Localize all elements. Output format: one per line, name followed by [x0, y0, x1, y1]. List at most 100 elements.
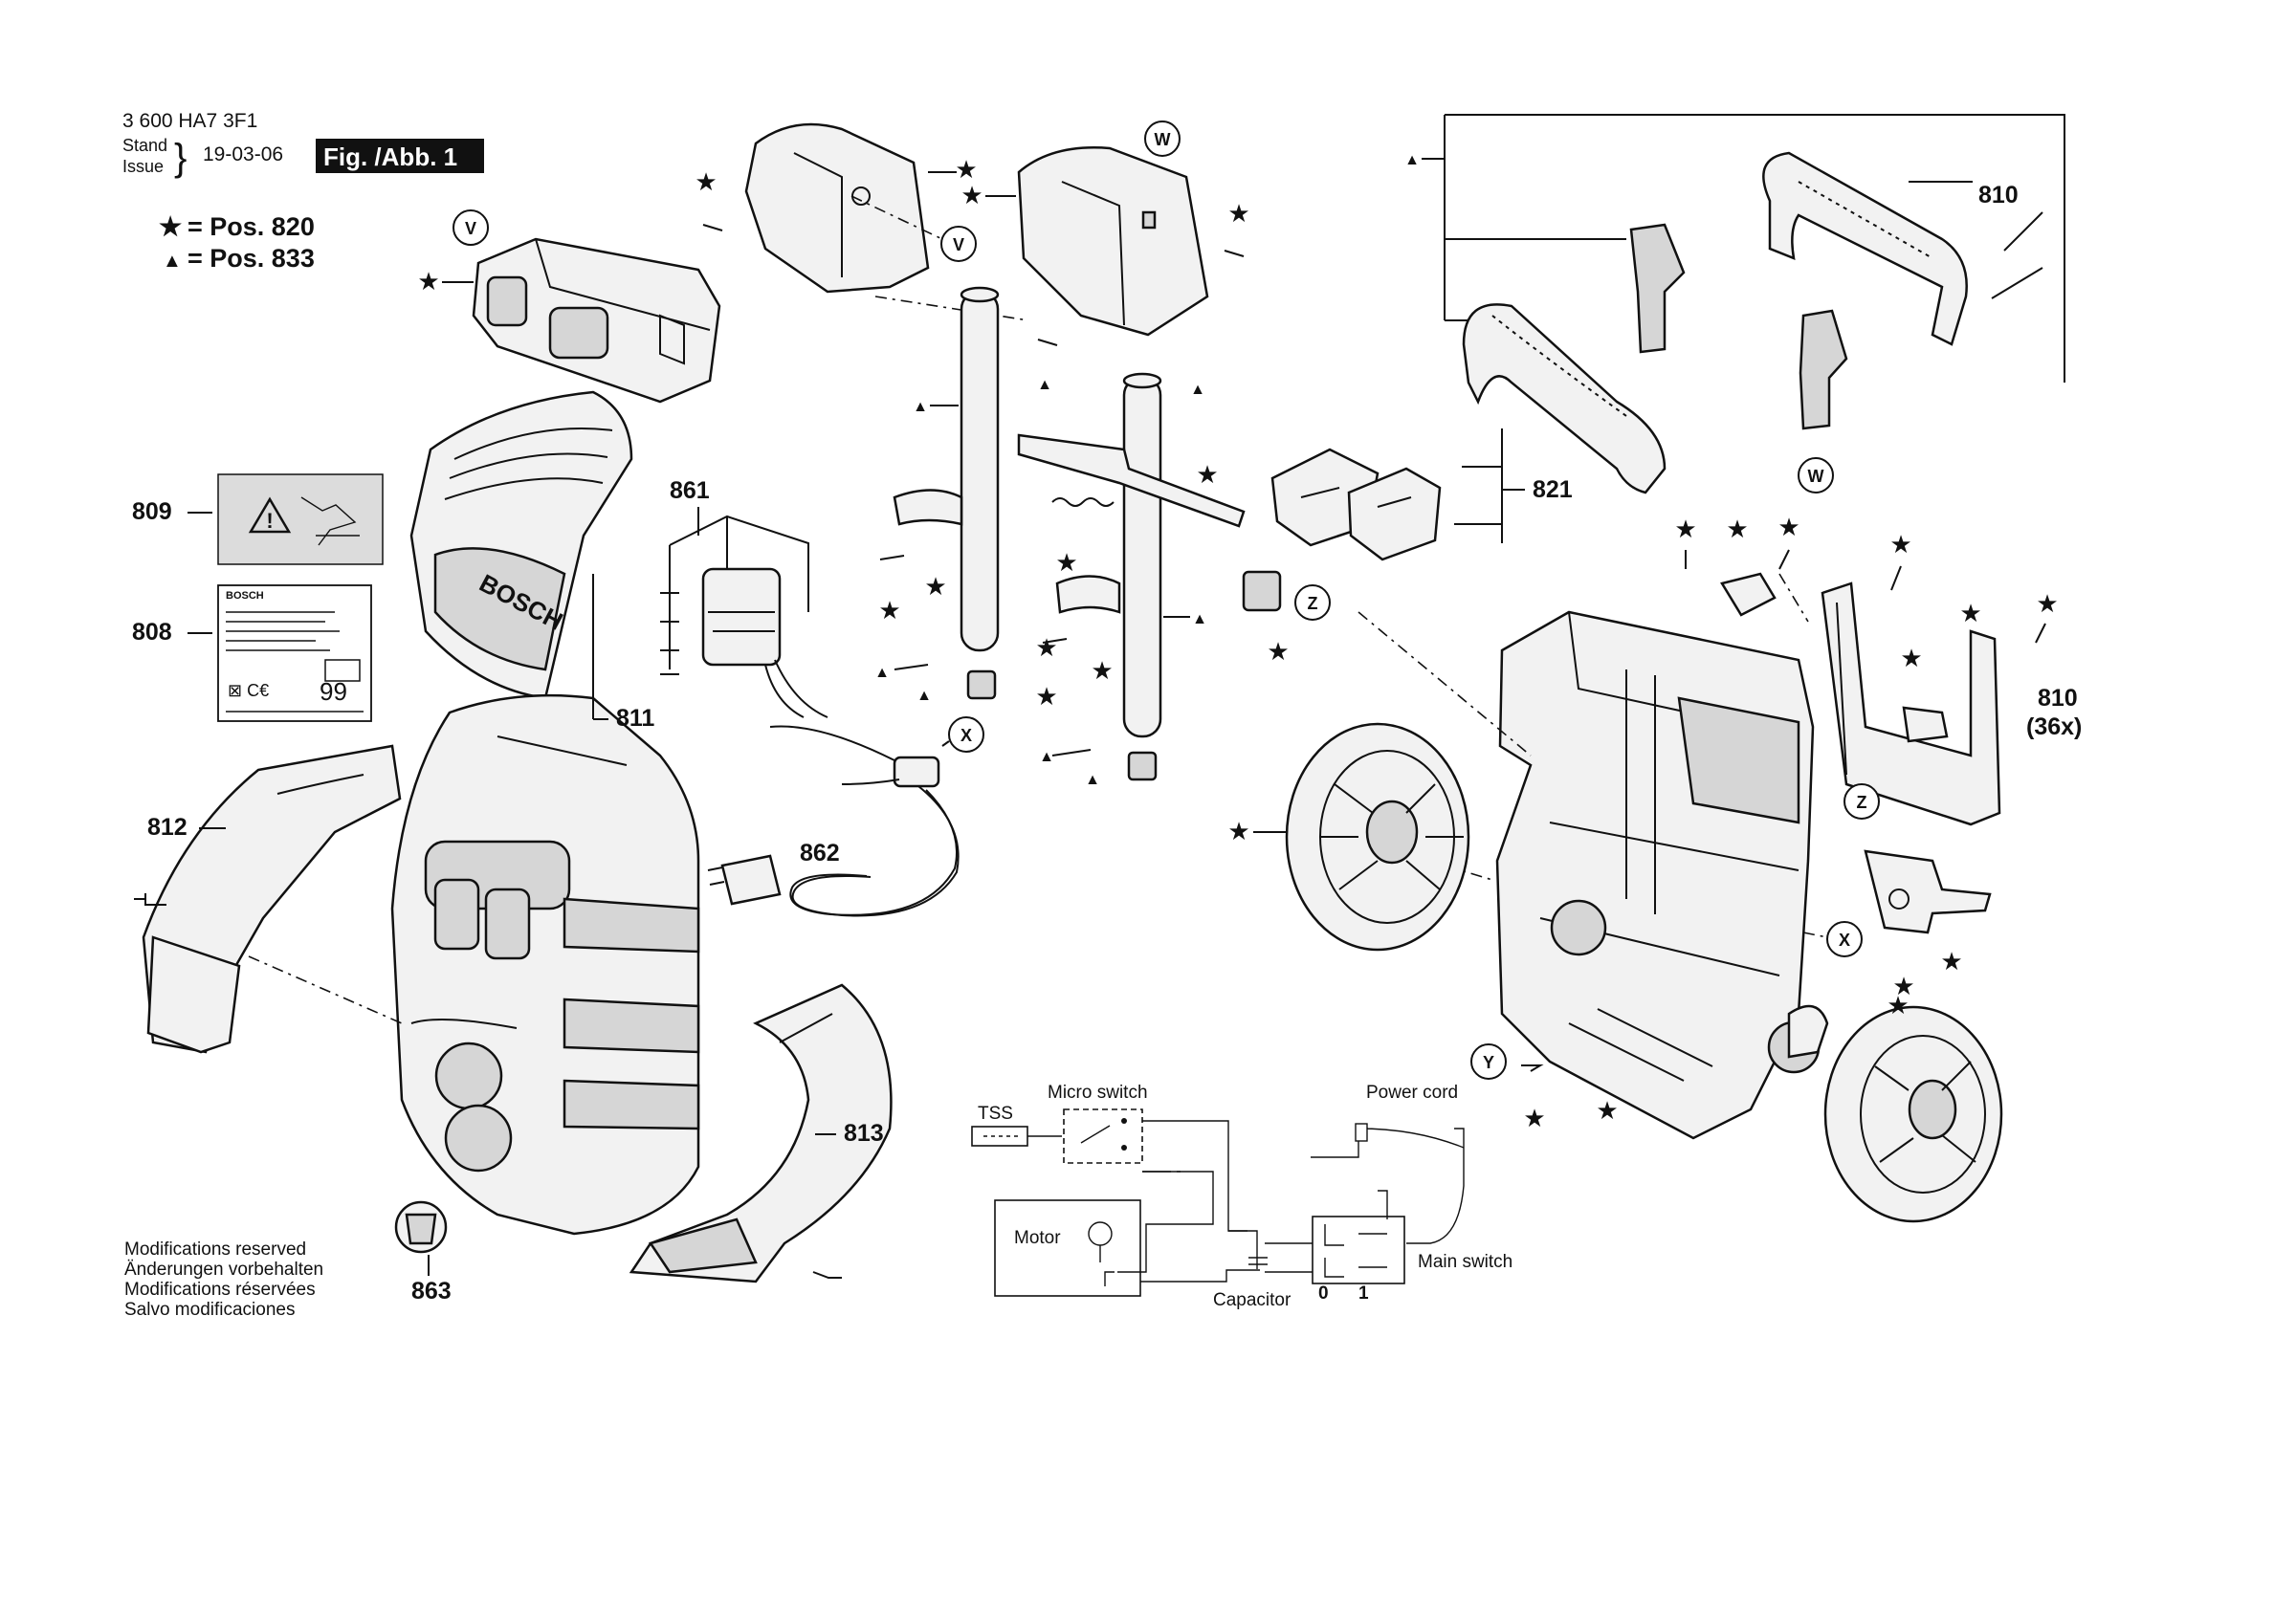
- star-marker: ★: [695, 167, 717, 196]
- frame-clip: [1902, 706, 1949, 743]
- modifications-line-fr: Modifications réservées: [124, 1280, 316, 1300]
- ref-circle-x: [948, 716, 984, 753]
- ref-circle-x2-label: X: [1839, 931, 1850, 950]
- capacitor-module-861: [660, 515, 828, 718]
- modifications-line-de: Änderungen vorbehalten: [124, 1260, 323, 1280]
- figure-label-box: [316, 139, 484, 173]
- star-marker: ★: [1196, 460, 1218, 489]
- star-marker: ★: [955, 155, 977, 184]
- svg-text:!: !: [266, 509, 273, 533]
- ref-circle-w-2: [1798, 457, 1834, 493]
- tube-left: [960, 286, 1000, 652]
- ref-circle-v: [453, 209, 489, 246]
- figure-label: Fig. /Abb. 1: [323, 143, 457, 171]
- legend-star-text: = Pos. 820: [188, 212, 315, 241]
- star-marker: ★: [1227, 199, 1249, 228]
- handle-cover-right: [1017, 146, 1209, 337]
- brace-glyph: }: [174, 137, 187, 179]
- ref-circle-w-label: W: [1155, 130, 1171, 149]
- main-housing: [390, 693, 700, 1236]
- stand-label: Stand: [122, 136, 167, 155]
- leader-lines: [1909, 181, 2043, 299]
- part-number-813: 813: [844, 1120, 884, 1147]
- triangle-marker: ▲: [1039, 749, 1054, 765]
- part-number-810-quantity: (36x): [2026, 713, 2082, 740]
- back-frame: [1821, 581, 2001, 826]
- modifications-line-es: Salvo modificaciones: [124, 1300, 295, 1320]
- hose-tray: [472, 237, 721, 404]
- ref-circle-v-label: V: [465, 219, 476, 238]
- part-number-810: 810: [1978, 182, 2019, 208]
- chassis-dash-lines: [1358, 573, 1809, 881]
- carry-handle: [1462, 151, 1968, 494]
- power-cord-862: [707, 725, 960, 917]
- star-marker: ★: [1777, 513, 1799, 541]
- adjuster-knob: [1787, 1004, 1829, 1059]
- star-marker: ★: [1959, 599, 1981, 627]
- modifications-notice: Modifications reserved Änderungen vorbeh…: [124, 1239, 323, 1320]
- star-marker: ★: [924, 572, 946, 601]
- ce-mark-icon: ⊠ C€: [228, 681, 269, 700]
- tube-clips-and-rail: [893, 433, 1282, 781]
- star-marker: ★: [1055, 548, 1077, 577]
- star-marker: ★: [1900, 644, 1922, 672]
- wheel-right: [1823, 1005, 2003, 1223]
- warning-label-809: !: [217, 473, 384, 565]
- label-brand-text: BOSCH: [226, 590, 264, 602]
- star-marker: ★: [2036, 589, 2058, 618]
- star-marker: ★: [1887, 991, 1909, 1020]
- star-marker: ★: [1940, 947, 1962, 976]
- star-marker: ★: [1726, 515, 1748, 543]
- ref-circle-w2-label: W: [1808, 467, 1824, 486]
- foot-panel-813: [629, 983, 893, 1283]
- rating-label-808: BOSCH ⊠ C€ 99: [217, 584, 372, 722]
- triangle-marker: ▲: [1192, 611, 1207, 627]
- legend-triangle-text: = Pos. 833: [188, 244, 315, 273]
- triangle-marker: ▲: [1404, 152, 1420, 168]
- switch-position-on: 1: [1358, 1283, 1369, 1304]
- chassis-frame: [1495, 610, 1821, 1140]
- ref-circle-v2-label: V: [953, 235, 964, 254]
- star-marker: ★: [878, 596, 900, 625]
- part-number-862: 862: [800, 840, 840, 866]
- ref-circle-x-2: [1826, 921, 1863, 957]
- handle-cover-left: [744, 122, 930, 294]
- triangle-marker: ▲: [1037, 377, 1052, 393]
- wiring-label-micro-switch: Micro switch: [1048, 1083, 1148, 1103]
- star-marker: ★: [417, 267, 439, 296]
- star-marker: ★: [1523, 1104, 1545, 1132]
- top-clip: [1720, 572, 1777, 617]
- ref-circle-w: [1144, 121, 1181, 157]
- issue-label: Issue: [122, 157, 164, 176]
- motor-box: [994, 1199, 1141, 1297]
- latch-part: [1864, 849, 1992, 934]
- ref-circle-x-label: X: [960, 726, 972, 745]
- star-marker: ★: [1596, 1096, 1618, 1125]
- legend-star-icon: ★: [159, 212, 182, 241]
- wheel-left: [1285, 722, 1470, 952]
- wiring-label-motor: Motor: [1014, 1228, 1061, 1248]
- micro-switch-box: [1063, 1108, 1143, 1164]
- star-marker: ★: [1035, 633, 1057, 662]
- issue-date: 19-03-06: [203, 143, 283, 165]
- ref-circle-v-2: [940, 226, 977, 262]
- part-number-812: 812: [147, 814, 188, 841]
- tube-right: [1122, 372, 1162, 738]
- star-marker: ★: [1035, 682, 1057, 711]
- part-number-809: 809: [132, 498, 172, 525]
- triangle-marker: ▲: [916, 688, 932, 704]
- part-number-810-36x: 810: [2038, 685, 2078, 712]
- star-marker: ★: [1674, 515, 1696, 543]
- label-big-number: 99: [320, 677, 347, 706]
- wiring-label-tss: TSS: [978, 1104, 1013, 1124]
- star-marker: ★: [1892, 972, 1914, 1000]
- star-marker: ★: [1227, 817, 1249, 845]
- side-panel-812: [142, 744, 402, 1054]
- star-marker: ★: [960, 181, 982, 209]
- triangle-marker: ▲: [913, 399, 928, 415]
- wiring-label-power-cord: Power cord: [1366, 1083, 1458, 1103]
- part-number-808: 808: [132, 619, 172, 646]
- ref-circle-z-2: [1843, 783, 1880, 820]
- part-number-861: 861: [670, 477, 710, 504]
